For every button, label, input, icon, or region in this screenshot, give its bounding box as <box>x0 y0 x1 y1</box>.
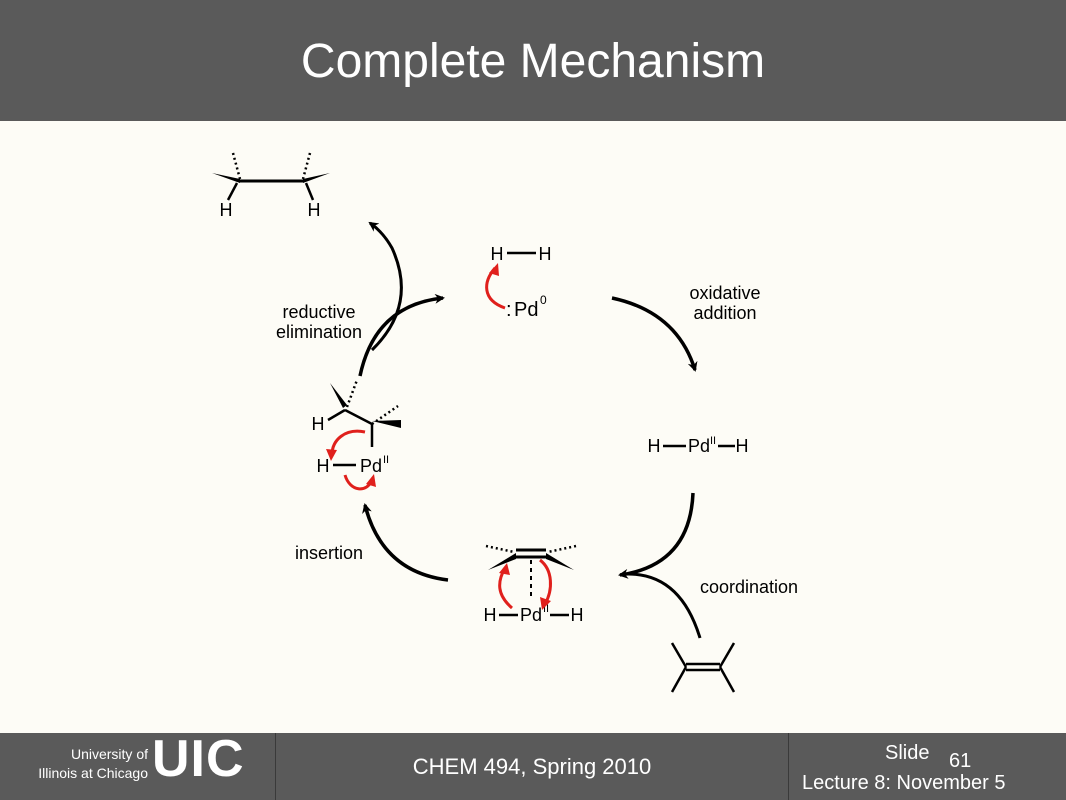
oxidative-addition-arrow <box>611 296 698 372</box>
alkyl-hydride-complex: H H Pd II <box>312 379 401 491</box>
pd-oxidation-state: II <box>710 435 716 447</box>
atom-h-label: H <box>648 436 661 456</box>
oxidative-addition-label: addition <box>693 303 756 323</box>
insertion-arrow <box>362 503 449 582</box>
lecture-info: Lecture 8: November 5 <box>802 772 1006 794</box>
electron-arrowhead <box>326 449 337 461</box>
atom-pd-label: Pd <box>514 299 538 321</box>
electron-arrow <box>330 429 366 456</box>
atom-h-label: H <box>312 414 325 434</box>
lone-pair: : <box>506 299 512 321</box>
electron-arrowhead <box>540 597 551 610</box>
pd-oxidation-state: II <box>383 454 389 466</box>
atom-pd-label: Pd <box>688 436 710 456</box>
step-labels: oxidative addition coordination insertio… <box>276 283 798 597</box>
coordination-label: coordination <box>700 577 798 597</box>
atom-pd-label: Pd <box>360 456 382 476</box>
atom-h-label: H <box>308 200 321 220</box>
slide-footer: University of Illinois at Chicago UIC CH… <box>0 730 1066 800</box>
oxidative-addition-label: oxidative <box>689 283 760 303</box>
insertion-label: insertion <box>295 543 363 563</box>
slide-number: 61 <box>949 750 972 772</box>
electron-arrowhead <box>366 474 376 487</box>
slide-label: Slide <box>885 742 930 764</box>
electron-arrowhead <box>499 563 510 575</box>
ethane-product: H H <box>212 152 330 220</box>
atom-h-label: H <box>484 605 497 625</box>
atom-h-label: H <box>491 244 504 264</box>
pd-oxidation-state: II <box>543 603 549 615</box>
reductive-elimination-arrow <box>368 221 403 352</box>
uic-logo: UIC <box>152 730 245 788</box>
atom-pd-label: Pd <box>520 605 542 625</box>
dihydride-complex: H Pd II H <box>648 435 749 456</box>
h2-pd0-complex: H H : Pd 0 <box>485 244 552 321</box>
cycle-return-arrow <box>358 293 445 377</box>
coordination-arrow <box>618 492 695 579</box>
atom-h-label: H <box>539 244 552 264</box>
mechanism-diagram: H H H H : Pd 0 H Pd II H H Pd II H <box>0 121 1066 733</box>
atom-h-label: H <box>571 605 584 625</box>
atom-h-label: H <box>220 200 233 220</box>
catalytic-cycle-svg: H H H H : Pd 0 H Pd II H H Pd II H <box>212 152 798 693</box>
ethylene-reagent <box>670 642 736 693</box>
coordination-inlet-arrow <box>624 572 702 639</box>
slide-header: Complete Mechanism <box>0 0 1066 121</box>
electron-arrowhead <box>489 263 499 276</box>
pd-oxidation-state: 0 <box>540 293 547 307</box>
course-name: CHEM 494, Spring 2010 <box>412 754 652 779</box>
slide-title: Complete Mechanism <box>300 35 766 88</box>
university-line: University of <box>70 746 148 762</box>
footer-divider <box>275 733 276 800</box>
university-name: University of Illinois at Chicago <box>38 745 148 783</box>
electron-arrow <box>538 558 552 605</box>
reaction-arrows <box>358 221 702 639</box>
reductive-elimination-label: reductive <box>282 302 355 322</box>
atom-h-label: H <box>736 436 749 456</box>
footer-divider <box>788 733 789 800</box>
atom-h-label: H <box>317 456 330 476</box>
reductive-elimination-label: elimination <box>276 322 362 342</box>
university-line: Illinois at Chicago <box>38 765 148 781</box>
ethylene-complex: H Pd II H <box>484 544 584 625</box>
